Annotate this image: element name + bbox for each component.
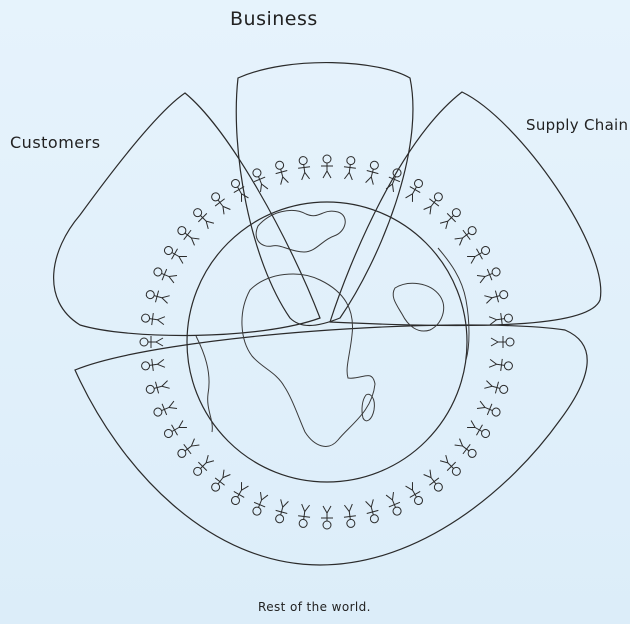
stick-figure [208,468,232,494]
stick-figure [228,177,250,203]
label-supply-chain: Supply Chain [526,116,628,134]
stick-figure [321,155,333,178]
petal-customers [54,93,320,335]
stick-figure [273,160,291,185]
stick-figure [297,504,312,528]
stick-figure [453,437,479,461]
stick-figure [250,491,270,517]
arabia-shape [393,283,444,331]
stick-figure [145,288,170,306]
label-rest-of-world: Rest of the world. [258,600,371,614]
stick-figure [476,265,502,285]
stick-figure [404,177,426,203]
stick-figure [140,336,163,348]
asia-edge [438,248,469,360]
stick-figure [404,481,426,507]
people-ring [140,155,514,529]
stick-figure [484,379,509,397]
stick-figure [162,243,188,265]
stick-figure [342,504,357,528]
stick-figure [489,357,513,372]
stick-figure [466,419,492,441]
stick-figure [191,454,216,479]
stick-figure [439,454,464,479]
stick-figure [175,437,201,461]
stick-figure [439,206,464,231]
europe-shape [256,210,345,252]
stick-figure [484,288,509,306]
africa-shape [242,274,375,446]
stick-figure [476,399,502,419]
stick-figure [364,499,382,524]
stick-figure [491,336,514,348]
stick-figure [466,243,492,265]
petal-business [236,63,413,326]
stick-figure [152,399,178,419]
stick-figure [141,357,165,372]
stick-figure [364,160,382,185]
stick-figure [175,223,201,247]
stick-figure [297,156,312,180]
globe-outline [187,202,467,482]
stick-figure [422,190,446,216]
stick-figure [145,379,170,397]
stick-figure [250,167,270,193]
stick-figure [152,265,178,285]
stick-figure [191,206,216,231]
stick-figure [321,506,333,529]
label-customers: Customers [10,133,101,152]
stick-figure [228,481,250,507]
stick-figure [273,499,291,524]
stick-figure [453,223,479,247]
label-business: Business [230,8,318,30]
madagascar-shape [362,394,374,421]
stick-figure [141,312,165,327]
stick-figure [162,419,188,441]
stick-figure [208,190,232,216]
stick-figure [342,156,357,180]
stick-figure [422,468,446,494]
stick-figure [384,491,404,517]
